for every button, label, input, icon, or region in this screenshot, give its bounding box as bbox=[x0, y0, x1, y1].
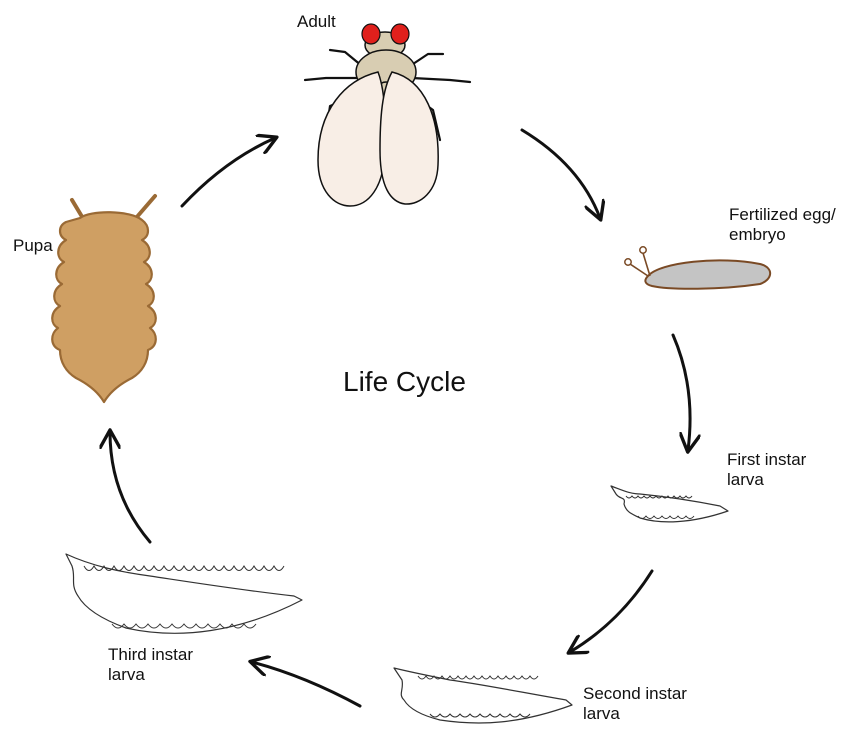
first-instar-larva-icon bbox=[611, 486, 728, 522]
label-fertilized-egg-line1: Fertilized egg/ bbox=[729, 205, 836, 225]
arrow-first-to-second-instar bbox=[570, 571, 652, 652]
egg-icon bbox=[625, 247, 770, 289]
label-first-instar-line2: larva bbox=[727, 470, 806, 490]
label-third-instar-line1: Third instar bbox=[108, 645, 193, 665]
adult-fly-icon bbox=[305, 24, 470, 206]
arrow-pupa-to-adult bbox=[182, 138, 275, 206]
second-instar-larva-icon bbox=[394, 668, 572, 723]
label-second-instar: Second instar larva bbox=[583, 684, 687, 724]
label-first-instar-line1: First instar bbox=[727, 450, 806, 470]
label-fertilized-egg-line2: embryo bbox=[729, 225, 836, 245]
arrow-third-instar-to-pupa bbox=[110, 432, 150, 542]
label-second-instar-line2: larva bbox=[583, 704, 687, 724]
label-third-instar-line2: larva bbox=[108, 665, 193, 685]
label-second-instar-line1: Second instar bbox=[583, 684, 687, 704]
label-third-instar: Third instar larva bbox=[108, 645, 193, 685]
label-adult: Adult bbox=[297, 12, 336, 32]
label-first-instar: First instar larva bbox=[727, 450, 806, 490]
pupa-icon bbox=[52, 196, 156, 402]
label-fertilized-egg: Fertilized egg/ embryo bbox=[729, 205, 836, 245]
third-instar-larva-icon bbox=[66, 554, 302, 633]
arrow-second-to-third-instar bbox=[252, 662, 360, 706]
diagram-title: Life Cycle bbox=[343, 366, 466, 398]
fly-eye-left bbox=[362, 24, 380, 44]
arrow-adult-to-egg bbox=[522, 130, 600, 218]
label-pupa: Pupa bbox=[13, 236, 53, 256]
fly-eye-right bbox=[391, 24, 409, 44]
arrow-egg-to-first-instar bbox=[673, 335, 690, 450]
